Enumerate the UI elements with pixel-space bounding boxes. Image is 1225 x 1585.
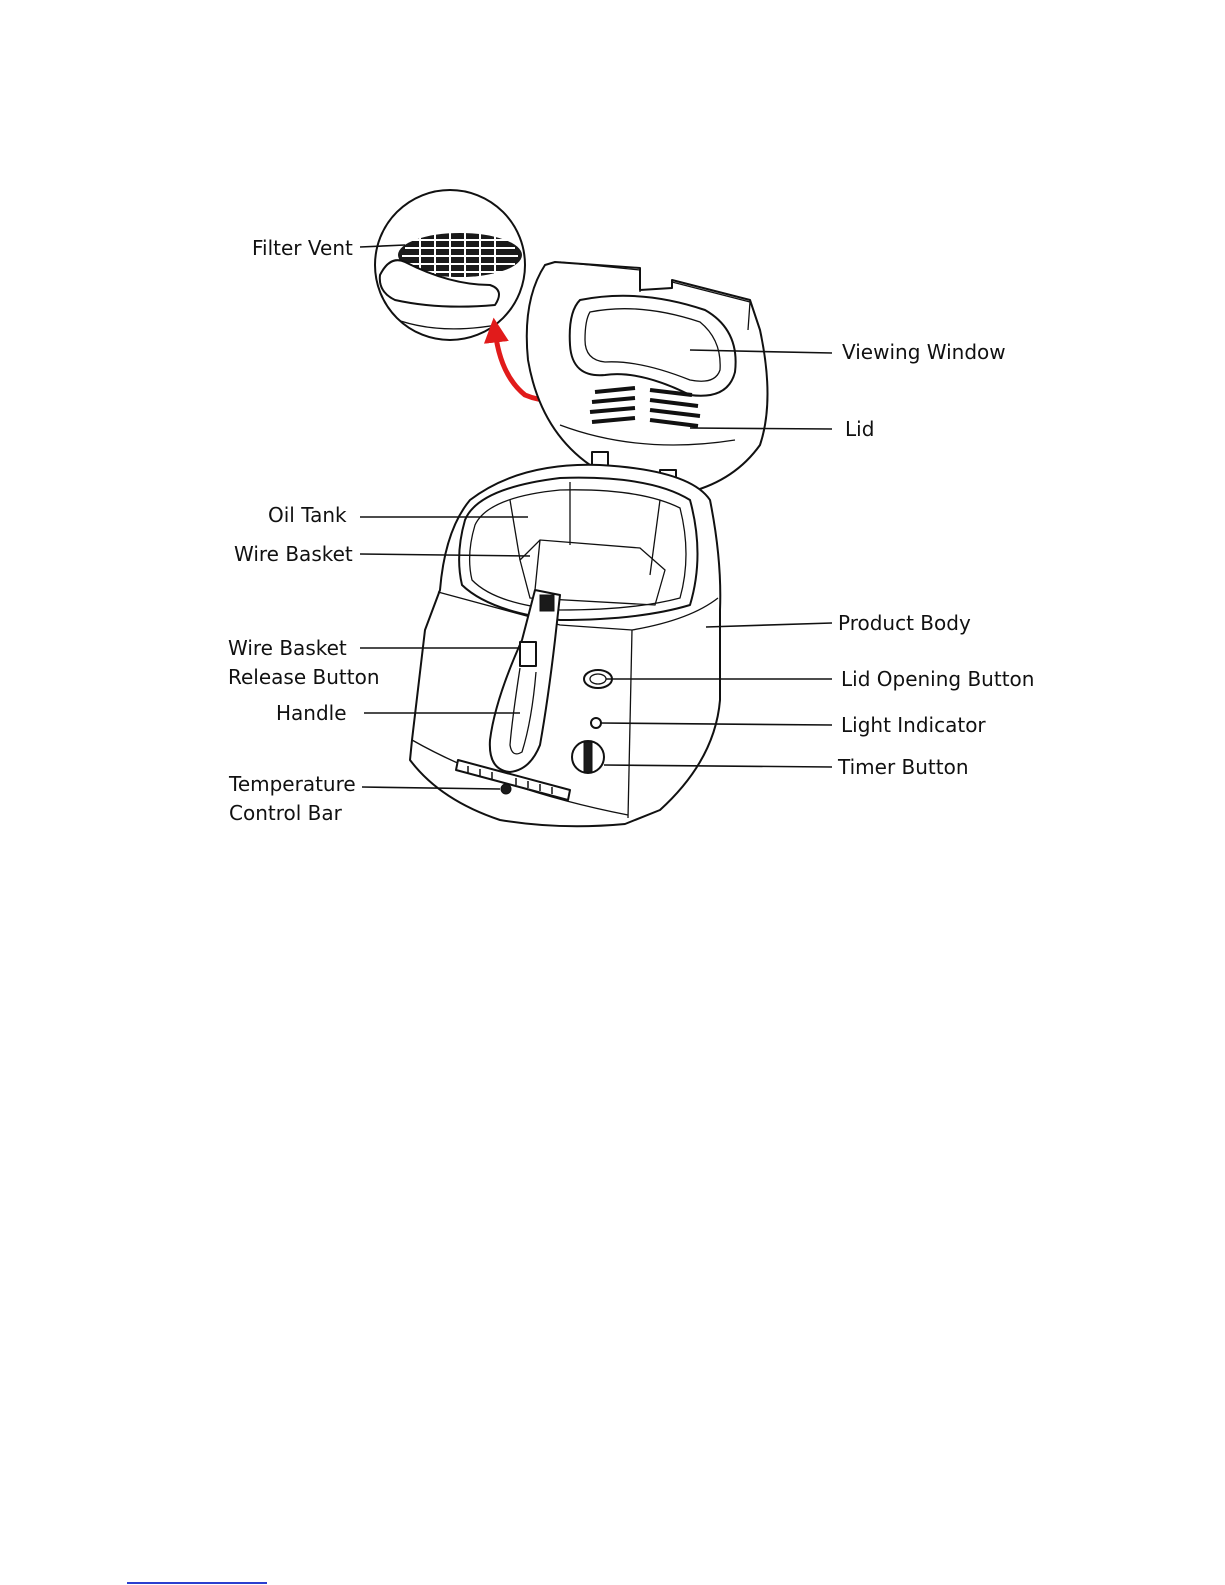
footer-rule (127, 1582, 267, 1584)
fryer-body-illustration (410, 465, 720, 826)
label-wire-basket-release-button-line2: Release Button (228, 665, 380, 689)
label-lid: Lid (845, 417, 874, 441)
label-handle: Handle (276, 701, 347, 725)
label-temperature-control-bar-line2: Control Bar (229, 801, 343, 825)
label-light-indicator: Light Indicator (841, 713, 986, 737)
label-timer-button: Timer Button (837, 755, 969, 779)
label-oil-tank: Oil Tank (268, 503, 347, 527)
label-filter-vent: Filter Vent (252, 236, 353, 260)
lid-illustration (527, 262, 768, 492)
label-lid-opening-button: Lid Opening Button (841, 667, 1034, 691)
label-temperature-control-bar-line1: Temperature (228, 772, 356, 796)
label-wire-basket-release-button-line1: Wire Basket (228, 636, 347, 660)
filter-vent-detail (375, 190, 525, 340)
label-product-body: Product Body (838, 611, 971, 635)
label-viewing-window: Viewing Window (842, 340, 1006, 364)
label-wire-basket: Wire Basket (234, 542, 353, 566)
